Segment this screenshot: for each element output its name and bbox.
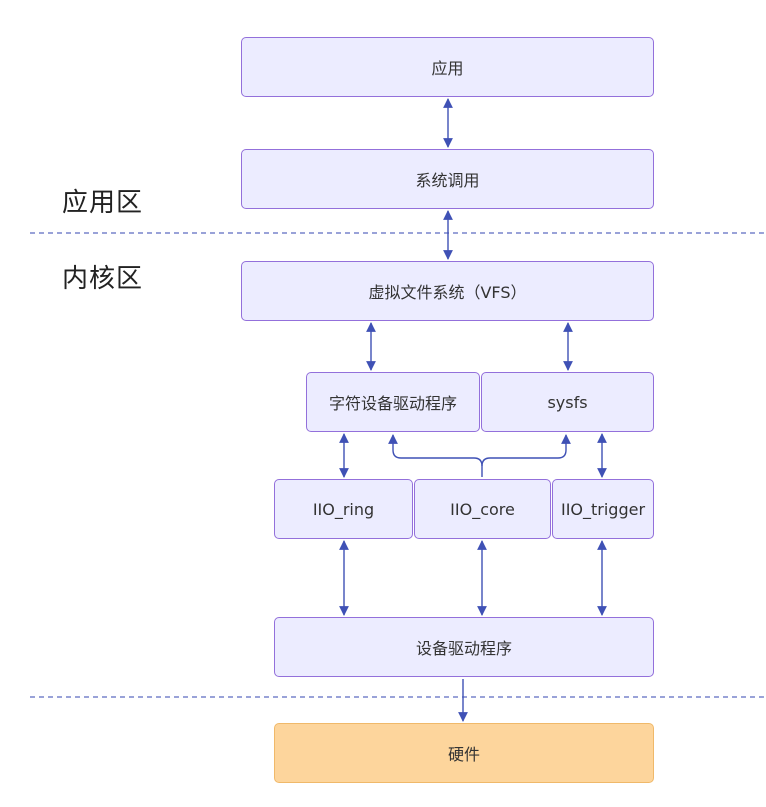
edge-iio-core-sysfs (481, 434, 571, 467)
node-iio-trigger: IIO_trigger (552, 479, 654, 539)
node-vfs: 虚拟文件系统（VFS） (241, 261, 654, 321)
node-device-driver: 设备驱动程序 (274, 617, 654, 677)
node-hardware: 硬件 (274, 723, 654, 783)
node-sysfs: sysfs (481, 372, 654, 432)
zone-label-app: 应用区 (62, 188, 144, 218)
node-app: 应用 (241, 37, 654, 97)
node-iio-ring: IIO_ring (274, 479, 413, 539)
node-iio-core: IIO_core (414, 479, 551, 539)
node-chardev: 字符设备驱动程序 (306, 372, 480, 432)
zone-label-kernel: 内核区 (62, 264, 144, 294)
node-syscall: 系统调用 (241, 149, 654, 209)
edge-iio-core-chardev (388, 434, 483, 477)
